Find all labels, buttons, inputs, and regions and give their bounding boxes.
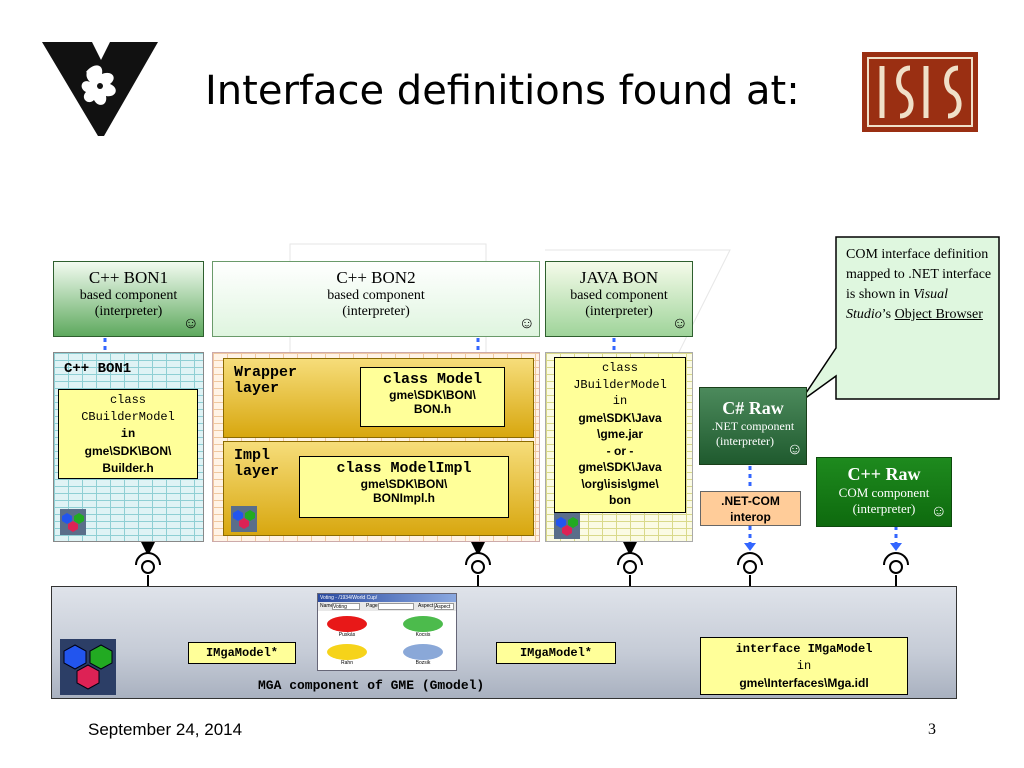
imgamodel-left-box: IMgaModel* xyxy=(188,642,296,664)
bon1-layer-label: C++ BON1 xyxy=(64,361,132,377)
csharp-raw-title: C# Raw xyxy=(722,398,784,418)
imgamodel-right-box: IMgaModel* xyxy=(496,642,616,664)
window-toolbar: Name Voting Page Aspect Aspect xyxy=(318,602,456,611)
mga-component-panel: IMgaModel* IMgaModel* interface IMgaMode… xyxy=(51,586,957,699)
jbuildermodel-class-box: class JBuilderModel in gme\SDK\Java \gme… xyxy=(554,357,686,513)
java-bon-component: JAVA BON based component (interpreter) ☺ xyxy=(545,261,693,337)
cpp-raw-line2: COM component xyxy=(838,485,930,500)
gme-cube-icon xyxy=(60,509,86,535)
interop-line1: .NET-COM xyxy=(721,494,780,508)
cpp-bon1-title: C++ BON1 xyxy=(88,268,169,287)
cbuildermodel-class-box: class CBuilderModel in gme\SDK\BON\ Buil… xyxy=(58,389,198,479)
smiley-icon: ☺ xyxy=(518,315,535,332)
csharp-raw-line2: .NET component xyxy=(711,419,795,433)
java-bon-line3: (interpreter) xyxy=(585,304,653,319)
slide-page-number: 3 xyxy=(928,721,936,738)
imgamodel-idl-box: interface IMgaModel in gme\Interfaces\Mg… xyxy=(700,637,908,695)
slide-date: September 24, 2014 xyxy=(88,720,243,739)
bon2-layer: Wrapper layer Impl layer class Model gme… xyxy=(212,352,540,542)
cpp-raw-title: C++ Raw xyxy=(847,464,921,484)
java-bon-line2: based component xyxy=(570,288,668,303)
slide-title: Interface definitions found at: xyxy=(205,68,800,114)
model-node-label: Rahn xyxy=(341,660,353,666)
csharp-raw-line3: (interpreter) xyxy=(716,434,774,448)
cpp-bon2-line2: based component xyxy=(327,288,425,303)
impl-layer-label: Impl layer xyxy=(234,447,280,480)
model-node-label: Bozsik xyxy=(415,660,431,666)
smiley-icon: ☺ xyxy=(182,315,199,332)
cpp-raw-component: C++ Raw COM component (interpreter) ☺ xyxy=(816,457,952,527)
cpp-bon1-component: C++ BON1 based component (interpreter) ☺ xyxy=(53,261,204,337)
model-node-red xyxy=(327,616,367,632)
java-layer: class JBuilderModel in gme\SDK\Java \gme… xyxy=(545,352,693,542)
gme-cube-large-icon xyxy=(60,639,116,695)
gme-cube-icon xyxy=(231,506,257,532)
model-node-yellow xyxy=(327,644,367,660)
modelimpl-class-box: class ModelImpl gme\SDK\BON\ BONImpl.h xyxy=(299,456,509,518)
model-node-blue xyxy=(403,644,443,660)
bon1-layer: C++ BON1 class CBuilderModel in gme\SDK\… xyxy=(53,352,204,542)
smiley-icon: ☺ xyxy=(786,441,803,458)
csharp-raw-component: C# Raw .NET component (interpreter) ☺ xyxy=(699,387,807,465)
dotnet-com-interop: .NET-COM interop xyxy=(700,491,801,526)
model-node-label: Puskás xyxy=(338,632,356,638)
gme-cube-icon xyxy=(554,513,580,539)
isis-logo xyxy=(862,52,978,132)
interop-line2: interop xyxy=(730,510,771,524)
java-bon-title: JAVA BON xyxy=(579,268,659,287)
gme-model-window: Voting - /1934/World Cup/ Name Voting Pa… xyxy=(317,593,457,671)
wrapper-layer-label: Wrapper layer xyxy=(234,364,298,397)
cpp-bon1-line3: (interpreter) xyxy=(94,304,163,319)
cpp-bon1-line2: based component xyxy=(79,288,178,303)
cpp-raw-line3: (interpreter) xyxy=(852,501,916,516)
smiley-icon: ☺ xyxy=(930,503,947,520)
model-node-label: Kocsis xyxy=(415,632,431,638)
object-browser-link[interactable]: Object Browser xyxy=(894,307,983,322)
cpp-bon2-title: C++ BON2 xyxy=(336,268,416,287)
model-node-green xyxy=(403,616,443,632)
model-class-box: class Model gme\SDK\BON\ BON.h xyxy=(360,367,505,427)
callout-text: COM interface definition mapped to .NET … xyxy=(846,247,992,322)
smiley-icon: ☺ xyxy=(671,315,688,332)
mga-caption: MGA component of GME (Gmodel) xyxy=(258,678,485,693)
cpp-bon2-component: C++ BON2 based component (interpreter) ☺ xyxy=(212,261,540,337)
callout-bubble xyxy=(799,236,1000,403)
cpp-bon2-line3: (interpreter) xyxy=(342,304,410,319)
window-title-bar: Voting - /1934/World Cup/ xyxy=(318,594,456,602)
vanderbilt-logo xyxy=(42,42,158,136)
